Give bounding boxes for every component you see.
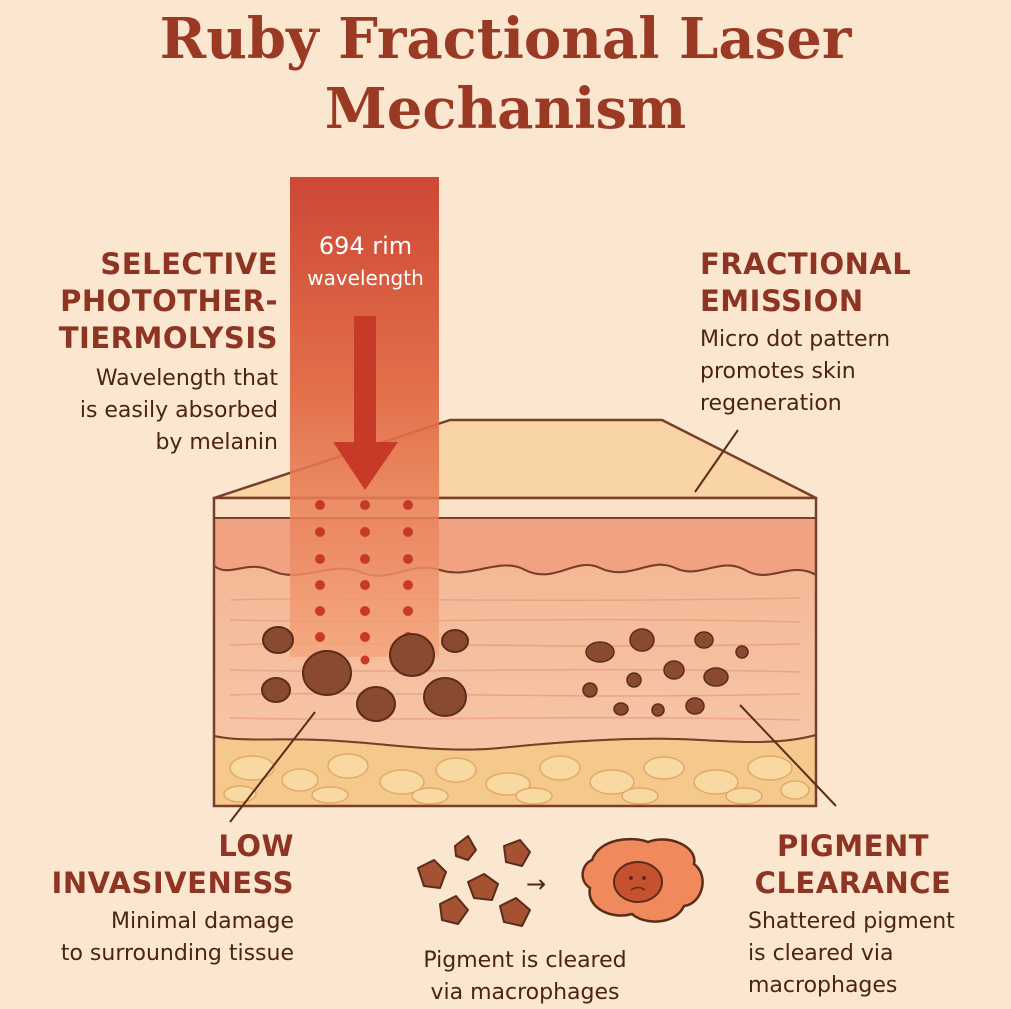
callout-line-pigment-clearance [739,704,837,807]
title-line-1: Ruby Fractional Laser [159,6,852,72]
selective-heading: SELECTIVE PHOTOTHER- TIERMOLYSIS [58,247,278,355]
fractional-description: Micro dot pattern promotes skin regenera… [700,327,891,416]
selective-description: Wavelength that is easily absorbed by me… [79,366,278,455]
pigment-clearance-block: PIGMENT CLEARANCE Shattered pigment is c… [748,828,1003,1002]
title-line-2: Mechanism [324,76,687,142]
shattered-pigment [582,628,749,717]
right-arrow-icon: → [526,870,547,898]
pigment-clearance-heading: PIGMENT CLEARANCE [754,829,952,900]
low-invasiveness-description: Minimal damage to surrounding tissue [60,909,294,966]
selective-photothermolysis-block: SELECTIVE PHOTOTHER- TIERMOLYSIS Wavelen… [30,246,278,459]
fat-cells [223,753,810,805]
beam-wavelength-label: wavelength [307,266,424,290]
beam-label: 694 rim wavelength [292,230,439,294]
pigment-fragments [417,835,531,927]
macrophage-caption: Pigment is cleared via macrophages [423,948,627,1005]
fractional-emission-block: FRACTIONAL EMISSION Micro dot pattern pr… [700,246,990,420]
low-invasiveness-block: LOW INVASIVENESS Minimal damage to surro… [20,828,294,970]
low-invasiveness-heading: LOW INVASIVENESS [51,829,294,900]
callout-line-low-invasiveness [229,711,316,823]
fat-layer [213,733,817,807]
page-title: Ruby Fractional Laser Mechanism [0,4,1011,144]
callout-line-fractional [694,429,739,493]
beam-wavelength-value: 694 rim [318,232,413,260]
beam-down-arrow-icon [333,316,398,490]
pigment-clearance-description: Shattered pigment is cleared via macroph… [748,909,955,998]
fractional-heading: FRACTIONAL EMISSION [700,247,912,318]
pigment-clusters [261,626,469,722]
macrophage-icon [581,837,704,923]
